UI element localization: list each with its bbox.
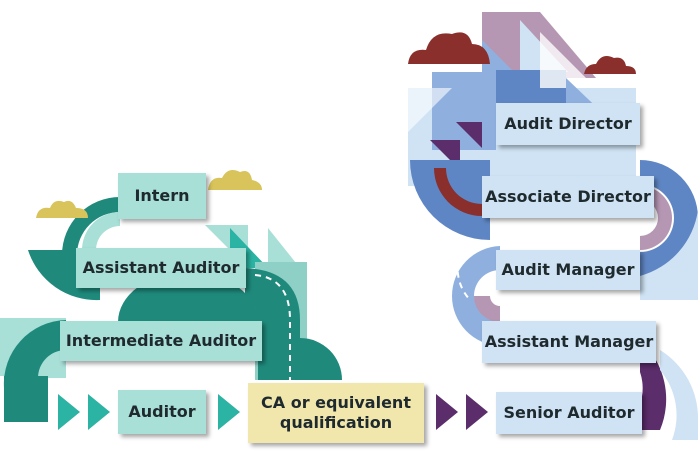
qualification-line-1: CA or equivalent — [261, 393, 411, 412]
qualification-line-2: qualification — [279, 413, 393, 432]
cloud-icon — [584, 56, 636, 74]
right-path-decoration — [408, 12, 699, 440]
step-audit-director: Audit Director — [496, 103, 640, 145]
step-assistant-manager: Assistant Manager — [482, 321, 656, 363]
step-intern: Intern — [118, 173, 206, 219]
step-ca-qualification: CA or equivalent qualification — [248, 383, 424, 443]
cloud-icon — [208, 170, 262, 190]
step-audit-manager: Audit Manager — [496, 250, 640, 290]
step-assistant-auditor: Assistant Auditor — [76, 248, 246, 288]
step-associate-director: Associate Director — [482, 176, 654, 218]
step-auditor: Auditor — [118, 390, 206, 434]
step-senior-auditor: Senior Auditor — [496, 392, 642, 434]
cloud-icon — [408, 32, 490, 64]
step-intermediate-auditor: Intermediate Auditor — [60, 321, 262, 361]
cloud-icon — [36, 200, 88, 218]
